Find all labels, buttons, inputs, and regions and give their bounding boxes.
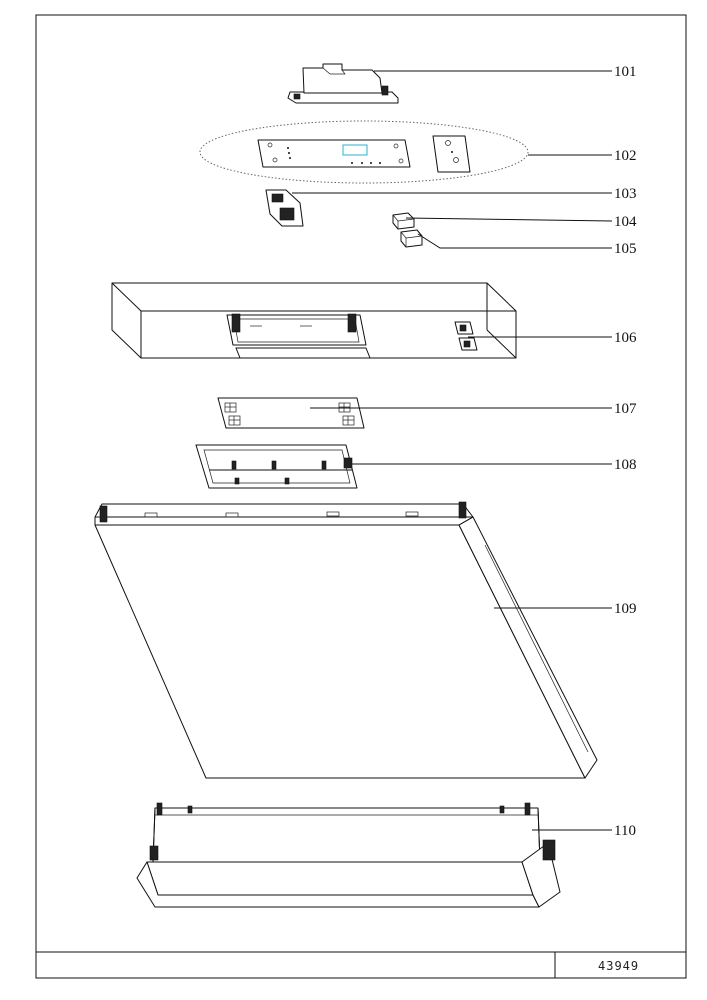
part-104 [392, 212, 415, 230]
part-108 [195, 444, 358, 489]
callout-106: 106 [614, 330, 637, 346]
callout-103: 103 [614, 186, 637, 202]
callout-104: 104 [614, 214, 637, 230]
part-103 [265, 189, 304, 227]
reference-number: 43949 [598, 959, 639, 973]
callout-105: 105 [614, 241, 637, 257]
callout-107: 107 [614, 401, 637, 417]
part-101 [287, 63, 399, 104]
callout-108: 108 [614, 457, 637, 473]
part-110 [136, 802, 561, 908]
leader-lines [292, 70, 613, 831]
drawing-frame [35, 14, 687, 979]
callout-101: 101 [614, 64, 637, 80]
callout-102: 102 [614, 148, 637, 164]
part-109 [94, 501, 598, 779]
part-107 [217, 397, 365, 429]
callout-110: 110 [614, 823, 636, 839]
part-106 [111, 282, 517, 359]
part-105 [400, 229, 423, 248]
part-102 [199, 120, 529, 184]
callout-109: 109 [614, 601, 637, 617]
